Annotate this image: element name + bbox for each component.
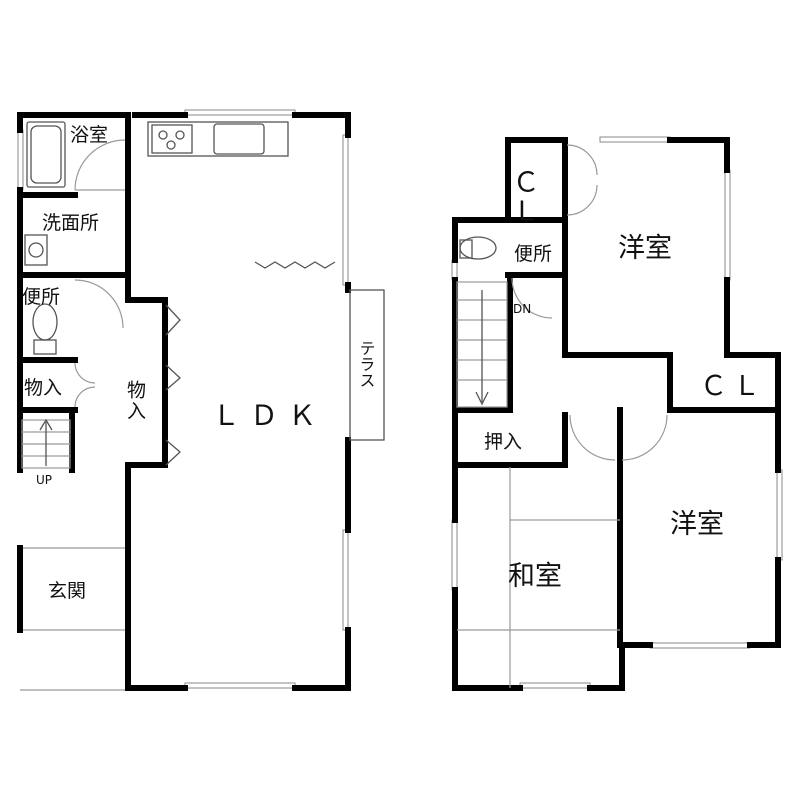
room-label-closet-right: ＣＬ bbox=[700, 371, 766, 402]
room-label-closet-top: ＣＬ bbox=[508, 168, 539, 226]
room-label-japanese-room: 和室 bbox=[508, 561, 562, 592]
room-label-storage-small: 物入 bbox=[24, 377, 62, 399]
kitchen-counter bbox=[147, 121, 289, 157]
stairs-up-label: UP bbox=[36, 473, 52, 487]
room-label-washroom: 洗面所 bbox=[42, 212, 99, 234]
room-label-storage-ldk: 物入 bbox=[124, 380, 146, 422]
room-label-bath: 浴室 bbox=[70, 124, 108, 146]
stairs-up bbox=[21, 418, 71, 469]
room-label-western-room-right: 洋室 bbox=[670, 509, 724, 540]
stairs-down-label: DN bbox=[513, 302, 531, 316]
room-label-western-room-top: 洋室 bbox=[618, 233, 672, 264]
room-label-oshiire: 押入 bbox=[484, 431, 522, 453]
room-label-ldk: ＬＤＫ bbox=[212, 399, 326, 432]
room-label-toilet-1f: 便所 bbox=[22, 286, 60, 308]
stairs-down bbox=[456, 281, 508, 408]
floor-1: 浴室 洗面所 便所 物入 UP 玄関 物入 ＬＤＫ テラス bbox=[17, 109, 385, 691]
terrace-label: テラス bbox=[357, 340, 376, 388]
room-label-toilet-2f: 便所 bbox=[514, 243, 552, 265]
room-label-entrance: 玄関 bbox=[48, 580, 86, 602]
floor-2: ＣＬ 洋室 便所 DN ＣＬ 押入 洋室 和室 bbox=[451, 136, 783, 691]
